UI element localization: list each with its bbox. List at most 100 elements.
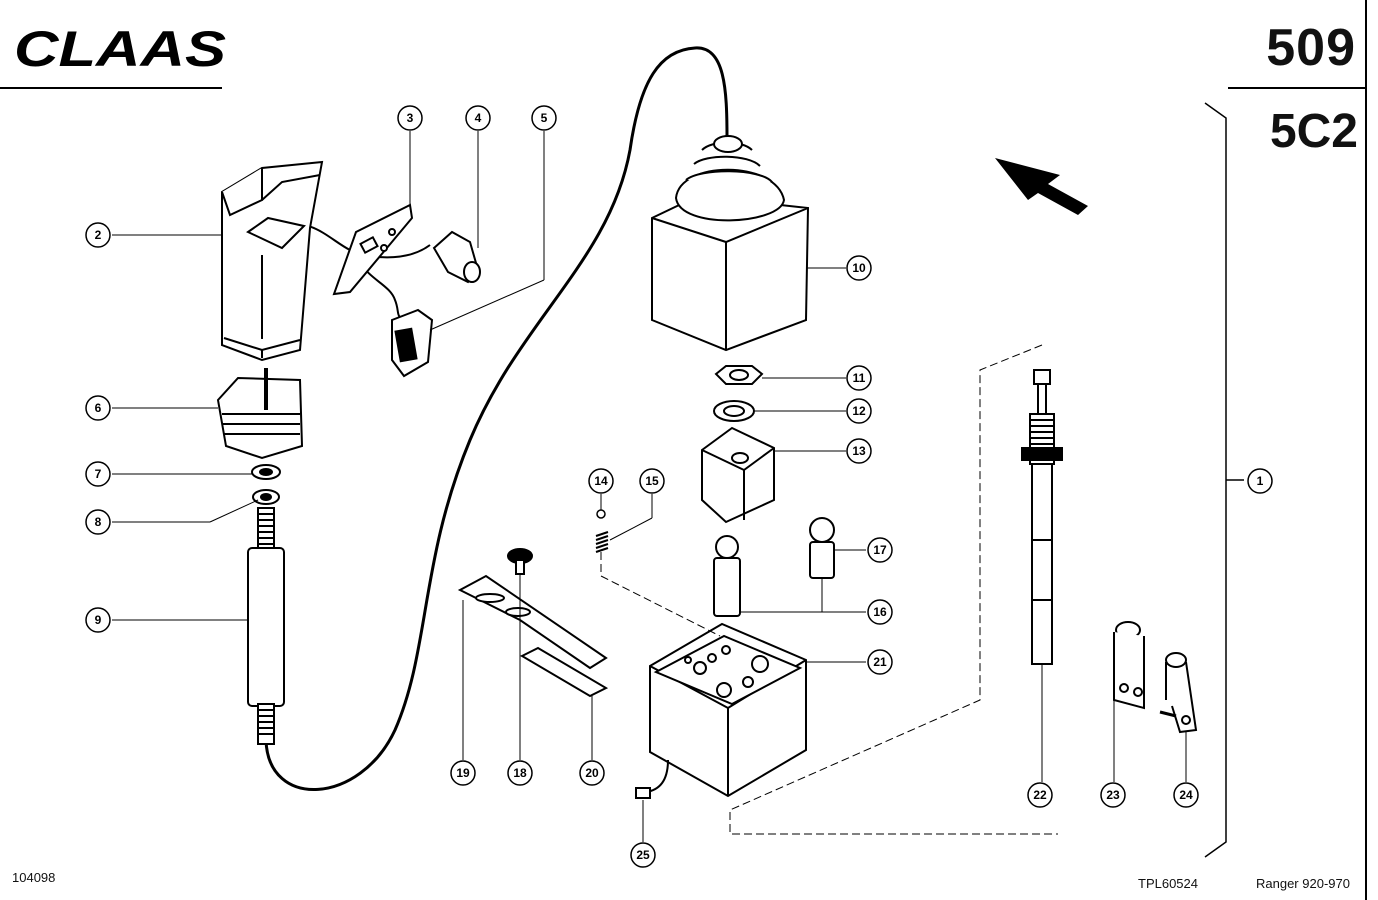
callout-number: 5: [541, 111, 548, 125]
hex-nut: [714, 365, 764, 385]
bracket-plate: [457, 574, 608, 670]
switch-plate: [332, 203, 414, 296]
callout-3: 3: [397, 105, 423, 131]
callout-circle: [531, 105, 557, 131]
callout-number: 21: [873, 655, 887, 669]
callout-number: 8: [95, 515, 102, 529]
ball: [596, 509, 606, 519]
brand-logo: CLAAS: [14, 21, 226, 77]
svg-text:CLAAS: CLAAS: [14, 21, 226, 77]
callout-number: 22: [1033, 788, 1047, 802]
callout-number: 15: [645, 474, 659, 488]
callout-circle: [85, 222, 111, 248]
callout-circle: [867, 649, 893, 675]
section-code: 5C2: [1269, 105, 1358, 158]
plunger-16: [713, 535, 741, 617]
callout-number: 6: [95, 401, 102, 415]
callout-circle: [630, 842, 656, 868]
callout-14: 14: [588, 468, 614, 494]
callout-circle: [1247, 468, 1273, 494]
direction-arrow: [995, 158, 1088, 215]
washer-12: [713, 400, 755, 422]
callout-circle: [579, 760, 605, 786]
control-cable: [264, 46, 729, 791]
clevis-clip: [1159, 652, 1198, 734]
callout-number: 14: [594, 474, 608, 488]
callout-number: 13: [852, 444, 866, 458]
dashed-leader-1: [600, 552, 721, 637]
callout-number: 4: [475, 111, 482, 125]
callout-number: 24: [1179, 788, 1193, 802]
callout-17: 17: [867, 537, 893, 563]
callout-1: 1: [1247, 468, 1273, 494]
callout-9: 9: [85, 607, 111, 633]
push-button: [432, 230, 481, 284]
callout-7: 7: [85, 461, 111, 487]
rocker-switch: [391, 308, 434, 378]
callout-8: 8: [85, 509, 111, 535]
callout-24: 24: [1173, 782, 1199, 808]
callout-circle: [1100, 782, 1126, 808]
drawing-reference: TPL60524: [1138, 876, 1198, 891]
washer-7: [251, 464, 281, 480]
washer-8: [252, 489, 280, 505]
control-valve: [651, 135, 810, 352]
callout-number: 3: [407, 111, 414, 125]
shaft: [247, 507, 285, 745]
callout-19: 19: [450, 760, 476, 786]
callout-number: 9: [95, 613, 102, 627]
callout-number: 16: [873, 605, 887, 619]
callout-5: 5: [531, 105, 557, 131]
callout-number: 23: [1106, 788, 1120, 802]
model-name: Ranger 920-970: [1256, 876, 1350, 891]
plunger-17: [809, 517, 835, 579]
callout-circle: [867, 537, 893, 563]
callout-number: 12: [852, 404, 866, 418]
callout-circle: [507, 760, 533, 786]
rubber-boot: [216, 368, 304, 460]
callout-22: 22: [1027, 782, 1053, 808]
callout-circle: [1027, 782, 1053, 808]
callout-15: 15: [639, 468, 665, 494]
adjuster-rod: [1021, 369, 1063, 665]
callout-23: 23: [1100, 782, 1126, 808]
callout-20: 20: [579, 760, 605, 786]
callout-circle: [1173, 782, 1199, 808]
callout-10: 10: [846, 255, 872, 281]
callout-21: 21: [867, 649, 893, 675]
callout-circle: [85, 461, 111, 487]
spring: [595, 531, 609, 553]
callout-number: 20: [585, 766, 599, 780]
callout-circle: [867, 599, 893, 625]
callout-circle: [397, 105, 423, 131]
clevis: [1113, 621, 1145, 710]
callout-number: 18: [513, 766, 527, 780]
callout-number: 1: [1257, 474, 1264, 488]
callout-6: 6: [85, 395, 111, 421]
assembly-bracket: [1204, 102, 1244, 858]
callout-25: 25: [630, 842, 656, 868]
valve-body: [649, 622, 807, 798]
callout-circle: [846, 398, 872, 424]
callout-circle: [450, 760, 476, 786]
callout-number: 19: [456, 766, 470, 780]
callout-circle: [846, 365, 872, 391]
callout-13: 13: [846, 438, 872, 464]
callout-circle: [639, 468, 665, 494]
callout-number: 17: [873, 543, 887, 557]
callout-circle: [85, 509, 111, 535]
joystick-handle: [221, 160, 324, 362]
callout-4: 4: [465, 105, 491, 131]
callout-number: 11: [853, 371, 866, 385]
document-number: 104098: [12, 870, 56, 885]
callout-circle: [85, 607, 111, 633]
dashed-leader-2: [729, 344, 1058, 835]
callout-12: 12: [846, 398, 872, 424]
connector: [635, 787, 651, 799]
page-number: 509: [1266, 19, 1356, 77]
callout-circle: [85, 395, 111, 421]
callout-leaders: [112, 131, 1187, 842]
callout-number: 7: [95, 467, 102, 481]
